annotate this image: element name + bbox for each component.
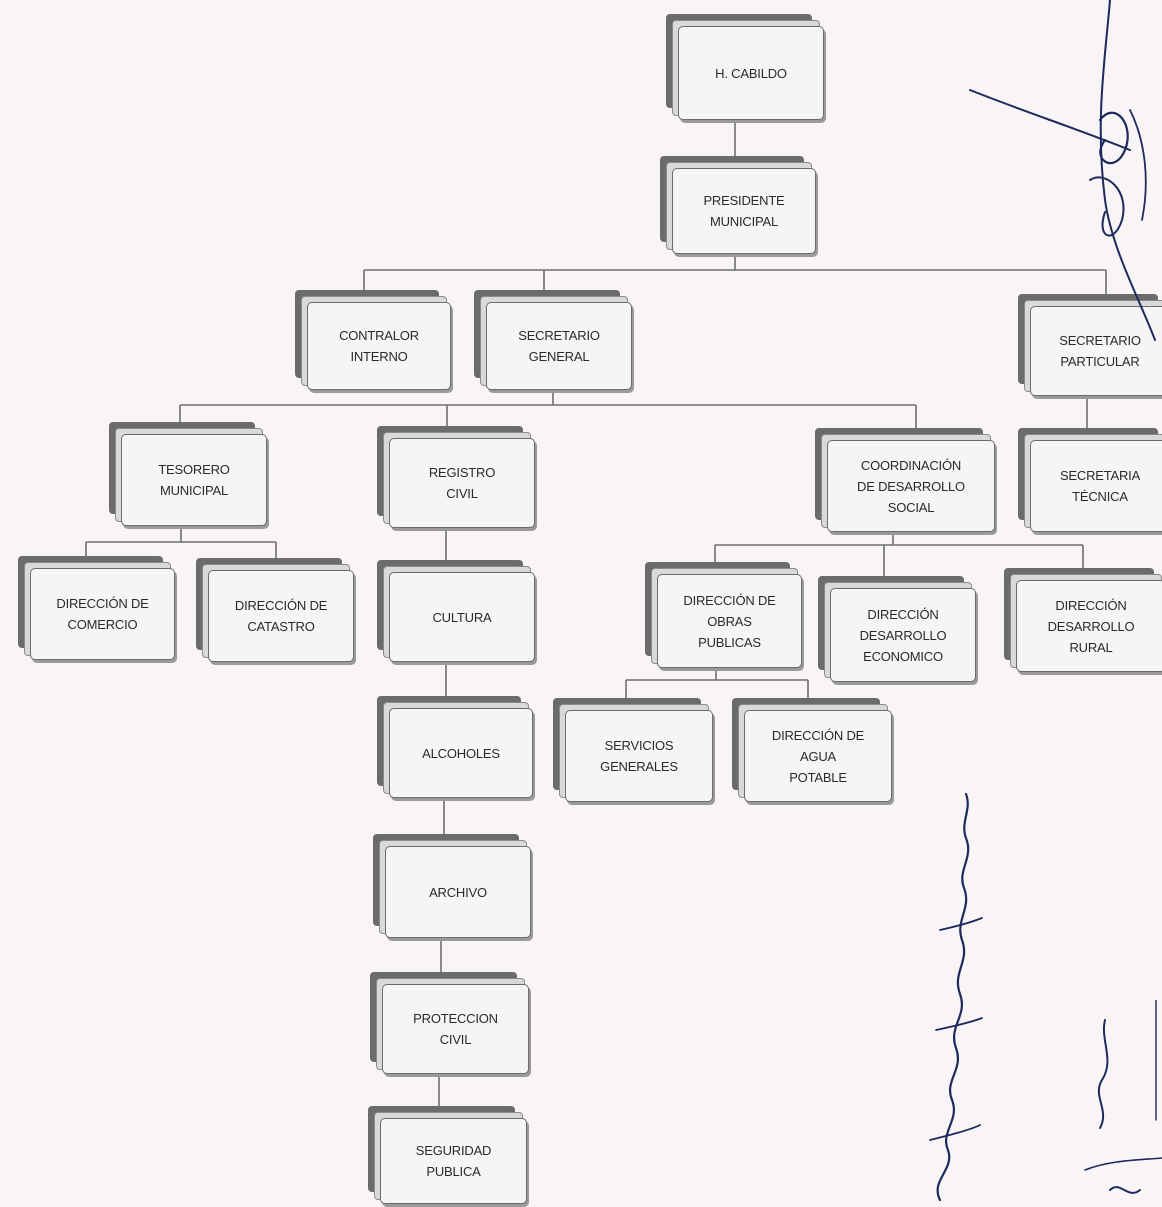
node-label: CULTURA (432, 609, 492, 625)
node-label: DIRECCIÓN DE COMERCIO (56, 596, 149, 632)
node-label: PROTECCION CIVIL (413, 1011, 498, 1047)
node-label: ARCHIVO (429, 884, 487, 900)
node-tesorero: TESORERO MUNICIPAL (109, 422, 267, 526)
node-servicios-generales: SERVICIOS GENERALES (553, 698, 713, 802)
handwritten-mark-bottom-right (1084, 1000, 1162, 1194)
node-direccion-obras-publicas: DIRECCIÓN DE OBRAS PUBLICAS (645, 562, 802, 668)
node-archivo: ARCHIVO (373, 834, 531, 938)
node-label: H. CABILDO (715, 65, 787, 81)
node-coordinacion-desarrollo-social: COORDINACIÓN DE DESARROLLO SOCIAL (815, 428, 995, 532)
node-secretario-general: SECRETARIO GENERAL (474, 290, 632, 390)
node-label: DIRECCIÓN DE OBRAS PUBLICAS (683, 592, 776, 650)
node-registro-civil: REGISTRO CIVIL (377, 426, 535, 528)
node-label: ALCOHOLES (422, 745, 500, 761)
node-direccion-agua-potable: DIRECCIÓN DE AGUA POTABLE (732, 698, 892, 802)
handwritten-signature-name (929, 792, 983, 1202)
node-label: TESORERO MUNICIPAL (158, 462, 230, 498)
node-label: REGISTRO CIVIL (428, 465, 496, 501)
node-label: DIRECCIÓN DE AGUA POTABLE (771, 727, 865, 785)
node-label: SERVICIOS GENERALES (600, 738, 678, 774)
node-label: COORDINACIÓN DE DESARROLLO SOCIAL (857, 457, 965, 515)
node-direccion-catastro: DIRECCIÓN DE CATASTRO (196, 558, 354, 662)
node-label: SEGURIDAD PUBLICA (415, 1143, 492, 1179)
node-label: SECRETARIO PARTICULAR (1059, 333, 1141, 369)
node-label: SECRETARIO GENERAL (518, 328, 600, 364)
node-secretario-particular: SECRETARIO PARTICULAR (1018, 294, 1162, 396)
node-direccion-desarrollo-rural: DIRECCIÓN DESARROLLO RURAL (1004, 568, 1162, 672)
node-cabildo: H. CABILDO (666, 14, 824, 120)
node-direccion-comercio: DIRECCIÓN DE COMERCIO (18, 556, 175, 660)
node-seguridad-publica: SEGURIDAD PUBLICA (368, 1106, 527, 1204)
node-label: PRESIDENTE MUNICIPAL (703, 193, 785, 229)
node-contralor: CONTRALOR INTERNO (295, 290, 451, 390)
node-label: DIRECCIÓN DESARROLLO RURAL (1047, 597, 1135, 655)
node-label: DIRECCIÓN DE CATASTRO (234, 598, 328, 634)
node-secretaria-tecnica: SECRETARIA TÉCNICA (1018, 428, 1162, 532)
node-alcoholes: ALCOHOLES (377, 696, 533, 798)
node-label: SECRETARIA TÉCNICA (1059, 468, 1141, 504)
node-proteccion-civil: PROTECCION CIVIL (370, 972, 529, 1074)
node-label: CONTRALOR INTERNO (339, 328, 419, 364)
handwritten-signature-top-right (969, 0, 1156, 341)
node-cultura: CULTURA (377, 560, 535, 662)
node-presidente: PRESIDENTE MUNICIPAL (660, 156, 816, 254)
node-label: DIRECCIÓN DESARROLLO ECONOMICO (859, 606, 947, 664)
node-direccion-desarrollo-economico: DIRECCIÓN DESARROLLO ECONOMICO (818, 576, 976, 682)
